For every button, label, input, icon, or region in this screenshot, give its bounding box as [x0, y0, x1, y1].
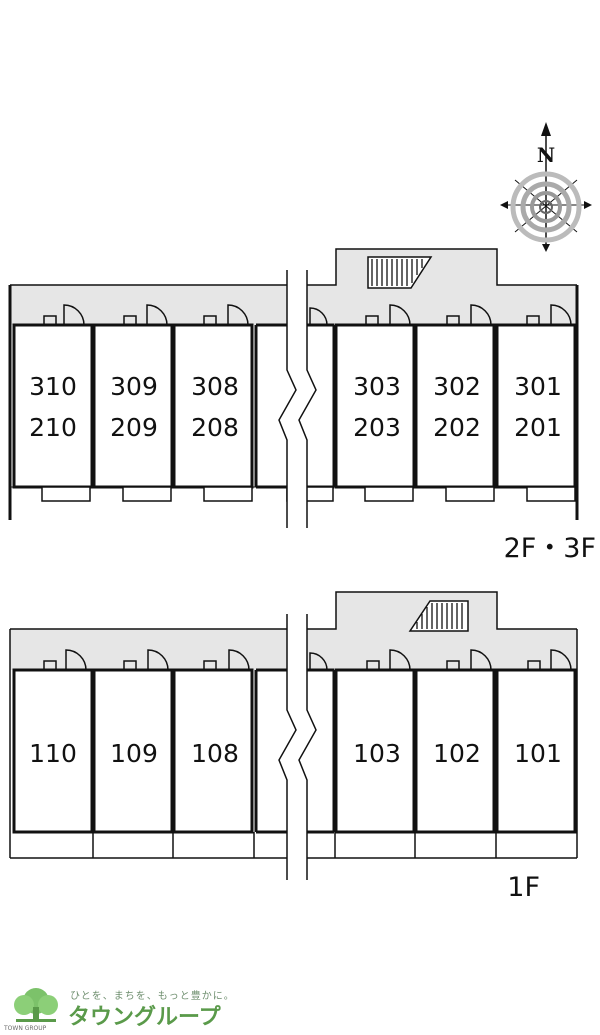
floor-label: 1F — [507, 872, 540, 903]
unit-number: 110 — [29, 739, 77, 768]
tree-logo-icon — [14, 988, 58, 1022]
door-icons — [43, 649, 572, 671]
unit-number: 203 — [353, 413, 401, 442]
staircase-icon — [367, 256, 433, 289]
unit-number: 303 — [353, 372, 401, 401]
unit-number: 108 — [191, 739, 239, 768]
brand-tagline: ひとを、まちを、もっと豊かに。 — [70, 991, 235, 1002]
upper-floor-plan: 310 210 309 209 308 208 303 203 302 202 … — [8, 248, 596, 564]
door-icons — [43, 304, 572, 326]
unit-number: 309 — [110, 372, 158, 401]
staircase-icon — [408, 600, 469, 632]
floor-label: 2F・3F — [504, 533, 596, 564]
unit-number: 302 — [433, 372, 481, 401]
unit-number: 301 — [514, 372, 562, 401]
unit-number: 210 — [29, 413, 77, 442]
unit-number: 308 — [191, 372, 239, 401]
compass-icon: N — [500, 122, 592, 252]
unit-number: 103 — [353, 739, 401, 768]
north-label: N — [537, 143, 555, 167]
unit-number: 101 — [514, 739, 562, 768]
unit-number: 201 — [514, 413, 562, 442]
brand-subtitle: TOWN GROUP — [4, 1025, 47, 1032]
floor-plan-diagram: N — [8, 122, 596, 903]
unit-number: 102 — [433, 739, 481, 768]
unit-number: 109 — [110, 739, 158, 768]
unit-number: 310 — [29, 372, 77, 401]
unit-number: 208 — [191, 413, 239, 442]
unit-number: 202 — [433, 413, 481, 442]
unit-number: 209 — [110, 413, 158, 442]
brand-name: タウングループ — [68, 1005, 221, 1030]
lower-floor-plan: 110 109 108 103 102 101 1F — [9, 591, 578, 903]
footer-brand: ひとを、まちを、もっと豊かに。 タウングループ TOWN GROUP — [0, 985, 600, 1035]
